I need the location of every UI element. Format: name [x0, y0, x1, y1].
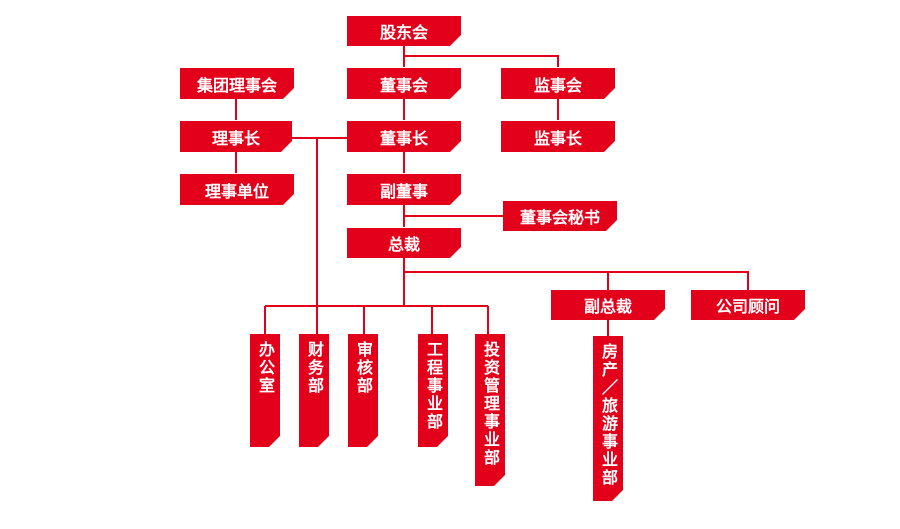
- link-shareholders-supervisory: [404, 55, 559, 67]
- node-council-chair: 理事长: [180, 121, 292, 152]
- node-finance: 财务部: [299, 334, 329, 447]
- node-engineering: 工程事业部: [418, 334, 448, 447]
- node-consultant: 公司顾问: [691, 290, 805, 320]
- node-investment: 投资管理事业部: [475, 334, 505, 486]
- node-supervisory-board: 监事会: [501, 68, 615, 99]
- node-group-council: 集团理事会: [180, 68, 294, 99]
- node-council-units: 理事单位: [180, 174, 294, 205]
- node-president: 总裁: [347, 228, 461, 258]
- node-realestate-tourism: 房产／旅游事业部: [593, 336, 623, 501]
- node-chairman: 董事长: [347, 121, 461, 152]
- node-shareholders: 股东会: [347, 16, 461, 46]
- node-office: 办公室: [250, 334, 280, 447]
- node-board-secretary: 董事会秘书: [503, 201, 617, 231]
- node-board: 董事会: [347, 68, 461, 99]
- link-president-consultant: [404, 271, 749, 290]
- node-chief-supervisor: 监事长: [501, 121, 615, 152]
- node-audit: 审核部: [348, 334, 378, 447]
- node-vice-president: 副总裁: [551, 290, 665, 320]
- node-vice-chairman: 副董事: [347, 174, 461, 205]
